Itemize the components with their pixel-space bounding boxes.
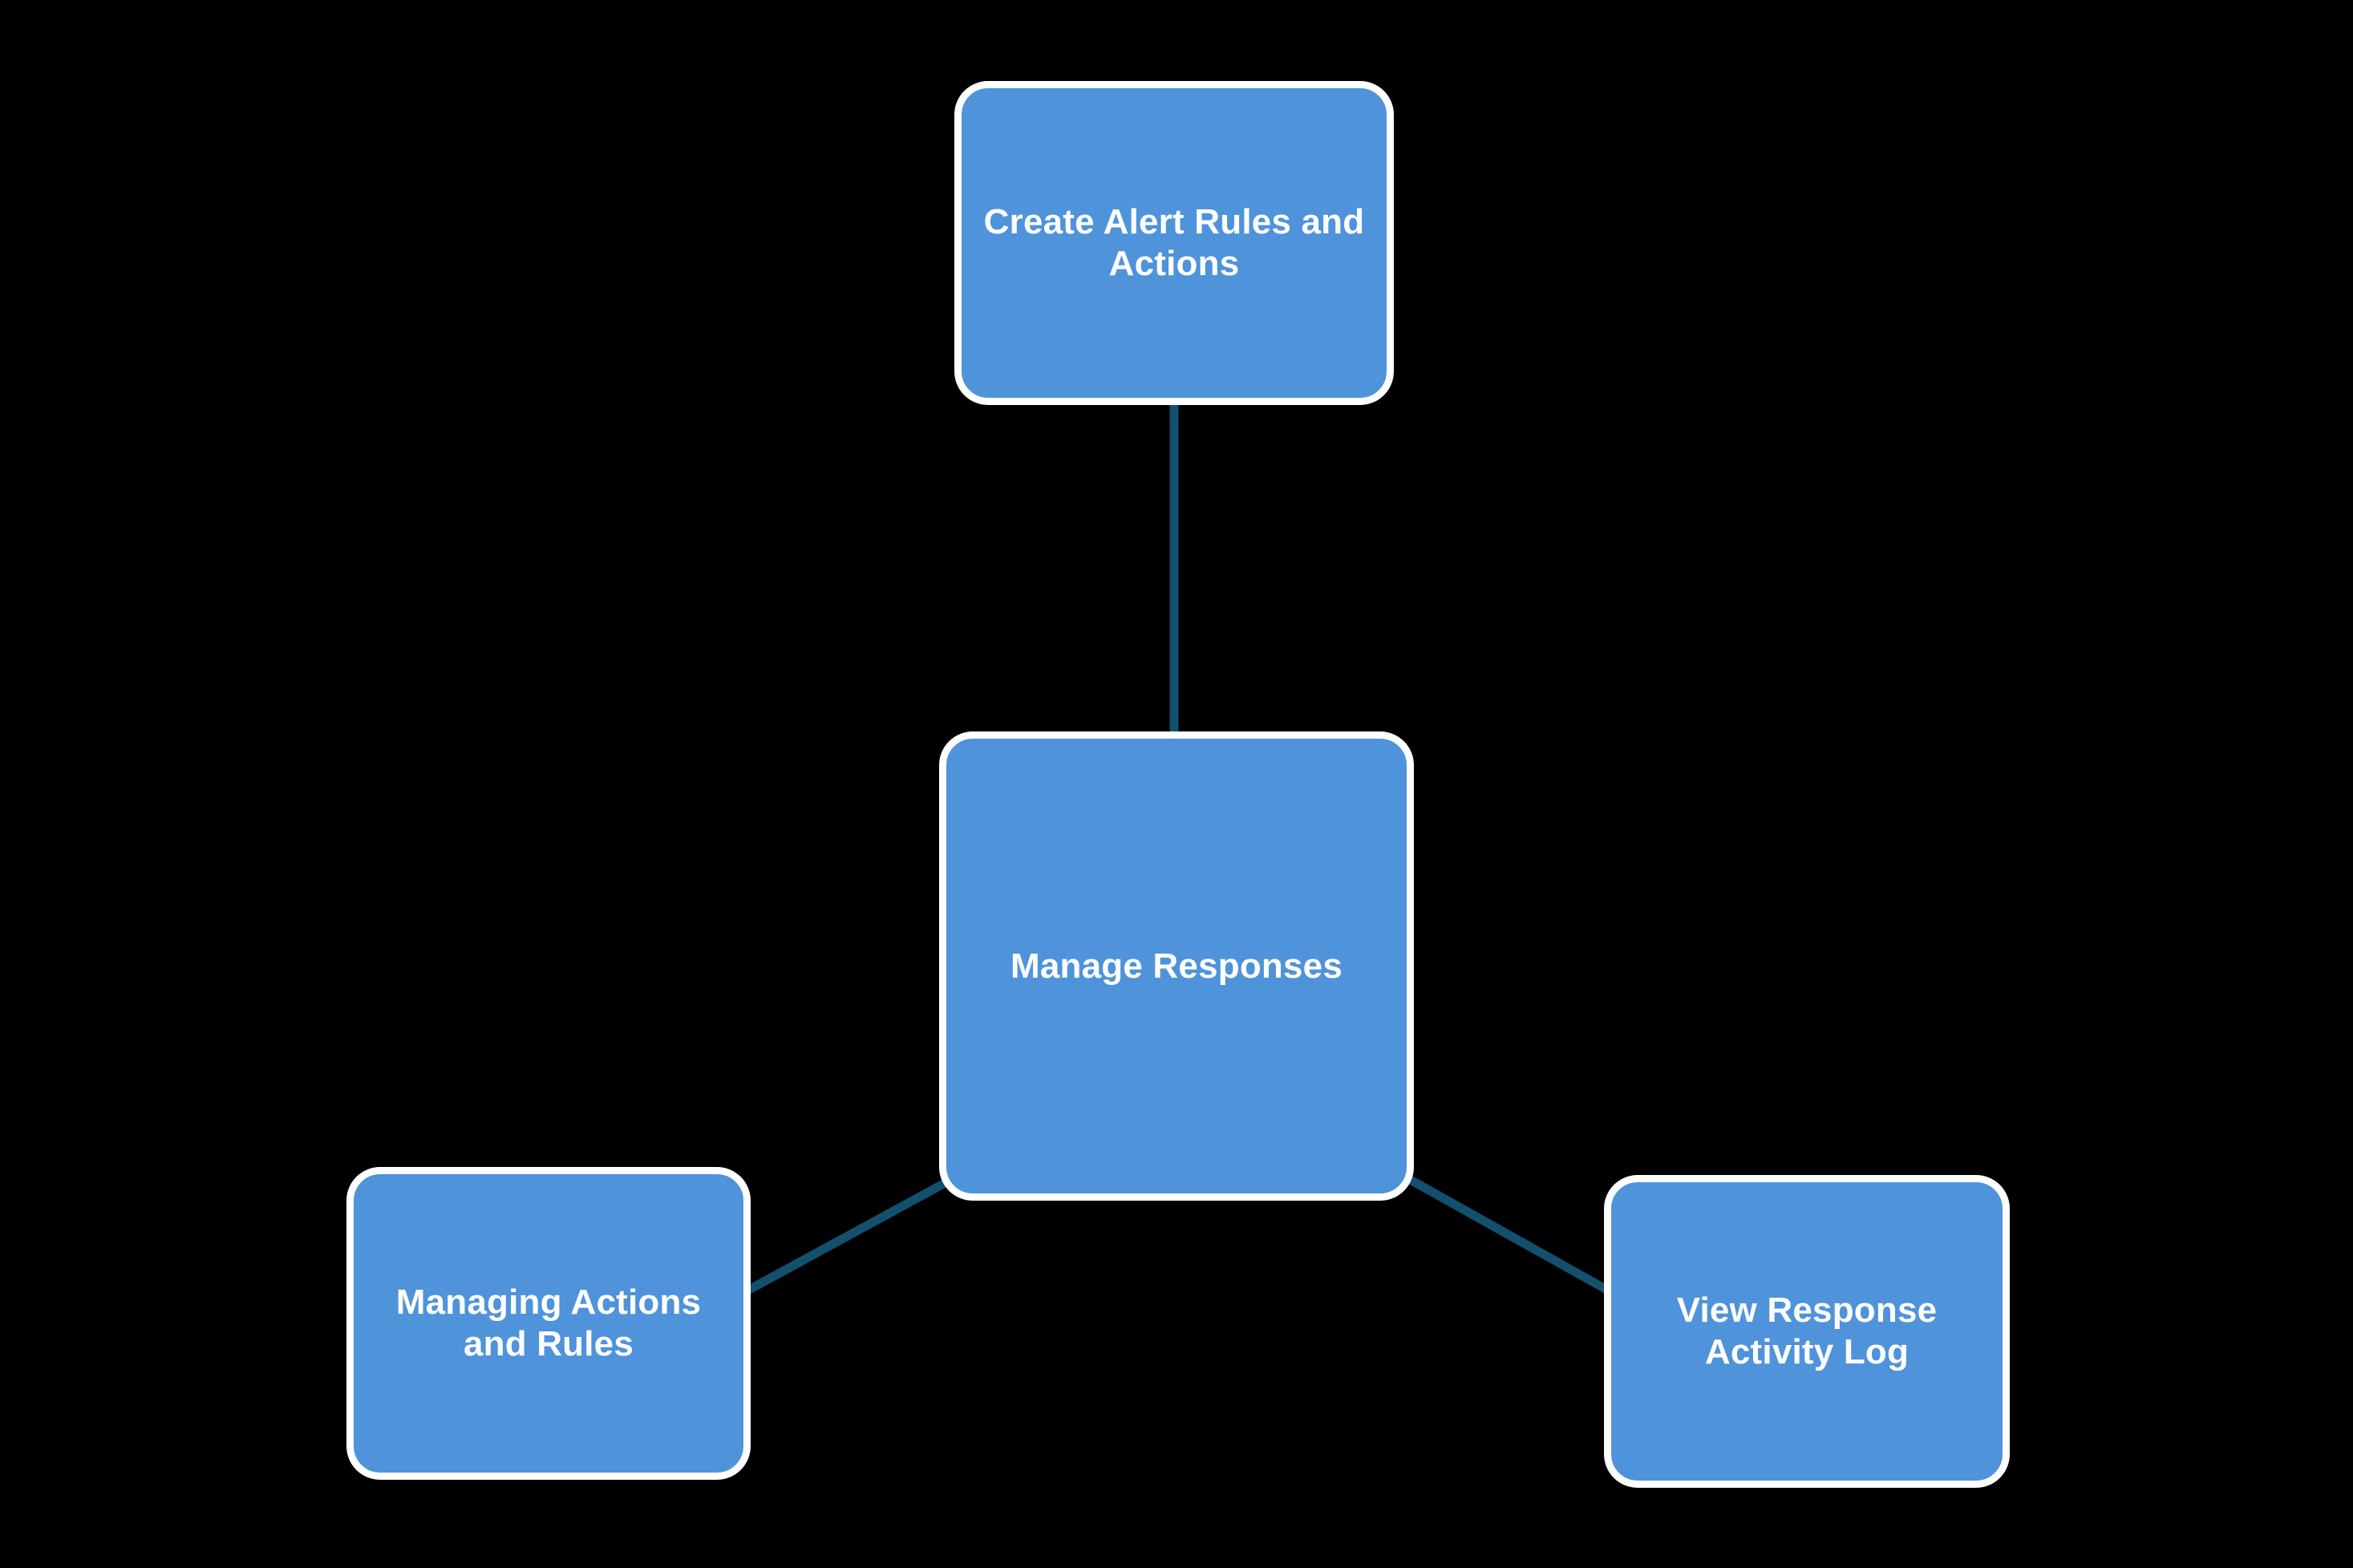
node-label-create-alert-rules-and-actions: Create Alert Rules and Actions <box>983 202 1365 283</box>
node-label-view-response-activity-log: View Response Activity Log <box>1676 1290 1938 1371</box>
node-label-manage-responses: Manage Responses <box>1010 946 1343 986</box>
node-managing-actions-and-rules[interactable]: Managing Actions and Rules <box>346 1167 751 1480</box>
node-label-managing-actions-and-rules: Managing Actions and Rules <box>395 1282 702 1363</box>
connector-manage-to-view-activity-log <box>1385 1163 1626 1303</box>
node-manage-responses[interactable]: Manage Responses <box>939 731 1414 1201</box>
node-create-alert-rules-and-actions[interactable]: Create Alert Rules and Actions <box>954 81 1394 405</box>
node-view-response-activity-log[interactable]: View Response Activity Log <box>1604 1175 2010 1488</box>
connector-manage-to-managing-actions <box>729 1163 977 1303</box>
